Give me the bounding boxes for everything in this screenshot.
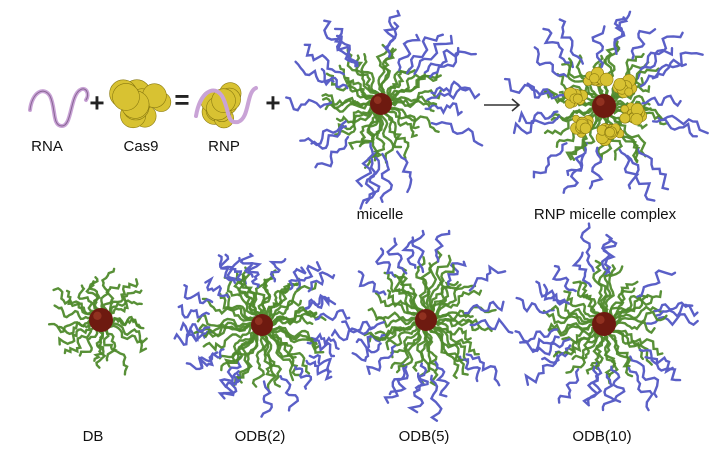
plus-operator-2: + — [265, 87, 281, 118]
db-micelle-graphic — [47, 267, 148, 376]
rnp-micelle-complex-graphic — [503, 10, 709, 202]
label-rnp: RNP — [208, 138, 240, 155]
odb5-micelle-graphic — [330, 229, 514, 422]
label-micelle: micelle — [356, 206, 404, 223]
label-rna: RNA — [31, 138, 63, 155]
label-odb10: ODB(10) — [572, 428, 632, 445]
rnp-graphic — [194, 82, 258, 129]
reaction-arrow — [484, 98, 521, 112]
plus-operator-1: + — [89, 87, 105, 118]
equals-operator: = — [174, 84, 190, 115]
cas9-protein-graphic — [109, 79, 172, 129]
micelle-graphic — [285, 9, 484, 210]
odb2-micelle-graphic — [173, 252, 351, 418]
label-db: DB — [82, 428, 104, 445]
rna-graphic — [28, 87, 90, 129]
label-rnp-micelle-complex: RNP micelle complex — [533, 206, 677, 223]
odb10-micelle-graphic — [514, 222, 699, 412]
label-cas9: Cas9 — [123, 138, 159, 155]
label-odb5: ODB(5) — [398, 428, 450, 445]
label-odb2: ODB(2) — [234, 428, 286, 445]
